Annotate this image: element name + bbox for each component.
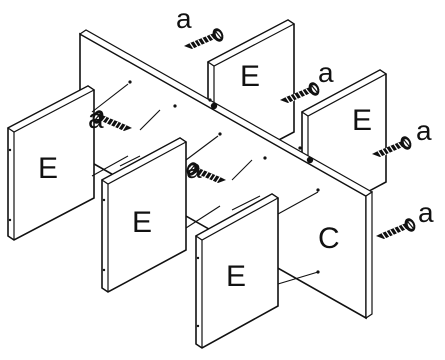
panel-letter-label: C bbox=[318, 222, 340, 255]
screw-right: a bbox=[371, 115, 432, 158]
panel-letter-label: E bbox=[240, 60, 260, 93]
panel-e-left: E bbox=[6, 85, 96, 241]
screw-letter-label: a bbox=[418, 197, 434, 228]
screw-top: a bbox=[176, 3, 227, 50]
screw-letter-label: a bbox=[176, 3, 192, 34]
screw-center: a bbox=[183, 153, 227, 184]
screw-upper-right: a bbox=[279, 57, 334, 104]
panel-letter-label: E bbox=[352, 104, 372, 137]
panel-letter-label: E bbox=[38, 152, 58, 185]
screw-letter-label: a bbox=[186, 153, 202, 184]
panel-letter-label: E bbox=[226, 260, 246, 293]
screw-hole-icon bbox=[306, 156, 314, 164]
panel-letter-label: E bbox=[132, 206, 152, 239]
screw-lower-right: a bbox=[375, 197, 434, 240]
screw-hole-icon bbox=[210, 102, 218, 110]
screw-letter-label: a bbox=[416, 115, 432, 146]
panel-e-mid: E bbox=[100, 137, 188, 293]
alignment-guide-lines bbox=[91, 83, 319, 285]
screw-letter-label: a bbox=[318, 57, 334, 88]
screw-mid-left: a bbox=[88, 103, 133, 134]
panel-e-front: E bbox=[194, 193, 280, 349]
screw-letter-label: a bbox=[88, 103, 104, 134]
